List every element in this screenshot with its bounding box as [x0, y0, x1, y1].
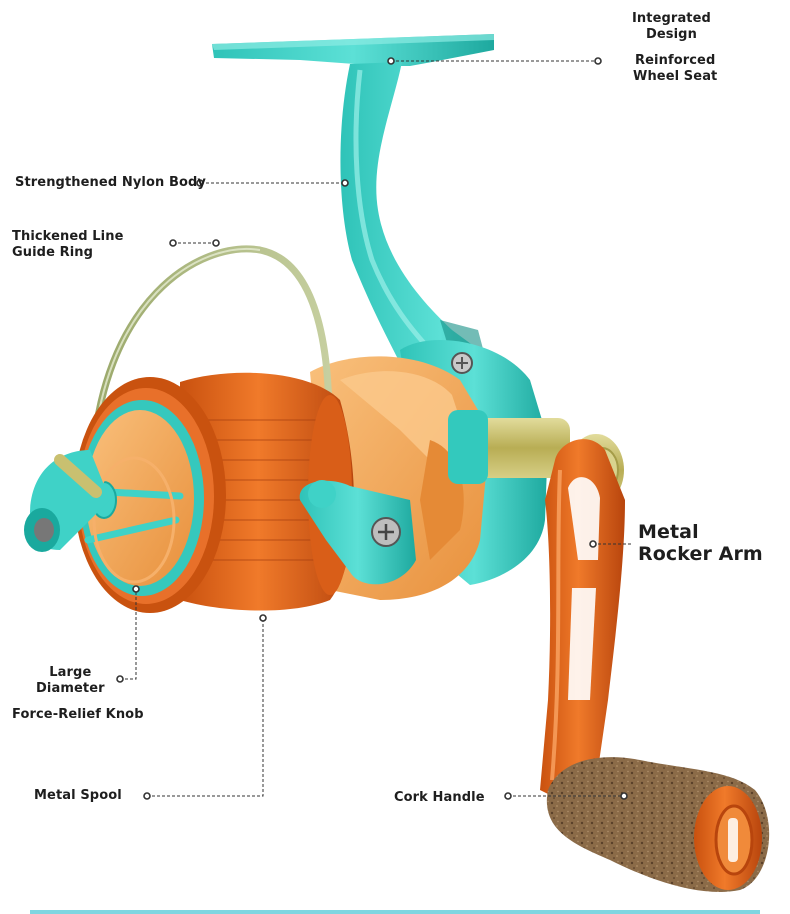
- callout-dot: [196, 179, 204, 187]
- callout-dot: [259, 614, 267, 622]
- rocker-arm: [540, 439, 625, 800]
- callout-dot: [594, 57, 602, 65]
- label-guide-ring-line1: Thickened Line: [12, 229, 124, 244]
- label-reinforced-wheel-seat-line2: Wheel Seat: [633, 69, 718, 84]
- label-cork-handle: Cork Handle: [394, 790, 485, 805]
- label-large-diameter-line2: Diameter: [36, 681, 105, 696]
- label-large-diameter-line1: Large: [49, 665, 92, 680]
- label-reinforced-wheel-seat-line1: Reinforced: [635, 53, 716, 68]
- callout-dot: [341, 179, 349, 187]
- callout-dot: [620, 792, 628, 800]
- label-strengthened-nylon-body: Strengthened Nylon Body: [15, 175, 206, 190]
- callout-line-metal-spool: [147, 618, 264, 797]
- label-integrated-design: Integrated Design: [632, 11, 711, 43]
- label-rocker-arm-line2: Rocker Arm: [638, 543, 763, 565]
- label-metal-rocker-arm: Metal Rocker Arm: [638, 521, 763, 565]
- callout-dot: [132, 585, 140, 593]
- callout-lines: [120, 60, 633, 797]
- label-integrated-design-line2: Design: [645, 27, 697, 42]
- label-large-diameter: Large Diameter: [36, 665, 105, 697]
- callout-dot: [387, 57, 395, 65]
- callout-dot: [504, 792, 512, 800]
- label-rocker-arm-line1: Metal: [638, 521, 699, 543]
- callout-dot: [589, 540, 597, 548]
- bail-arm: [24, 450, 110, 552]
- cork-handle: [546, 757, 770, 892]
- label-reinforced-wheel-seat: Reinforced Wheel Seat: [633, 53, 717, 85]
- label-force-relief-knob: Force-Relief Knob: [12, 707, 144, 722]
- callout-line-large-diameter: [120, 589, 137, 680]
- bottom-accent-bar: [30, 910, 760, 914]
- callout-dots: [116, 57, 628, 800]
- label-thickened-line-guide-ring: Thickened Line Guide Ring: [12, 229, 124, 261]
- label-guide-ring-line2: Guide Ring: [12, 245, 94, 260]
- label-metal-spool: Metal Spool: [34, 788, 122, 803]
- callout-dot: [116, 675, 124, 683]
- callout-dot: [169, 239, 177, 247]
- bail-arm-right: [299, 480, 416, 585]
- callout-dot: [212, 239, 220, 247]
- reel-foot: [212, 34, 494, 66]
- callout-dot: [143, 792, 151, 800]
- label-integrated-design-line1: Integrated: [632, 11, 711, 26]
